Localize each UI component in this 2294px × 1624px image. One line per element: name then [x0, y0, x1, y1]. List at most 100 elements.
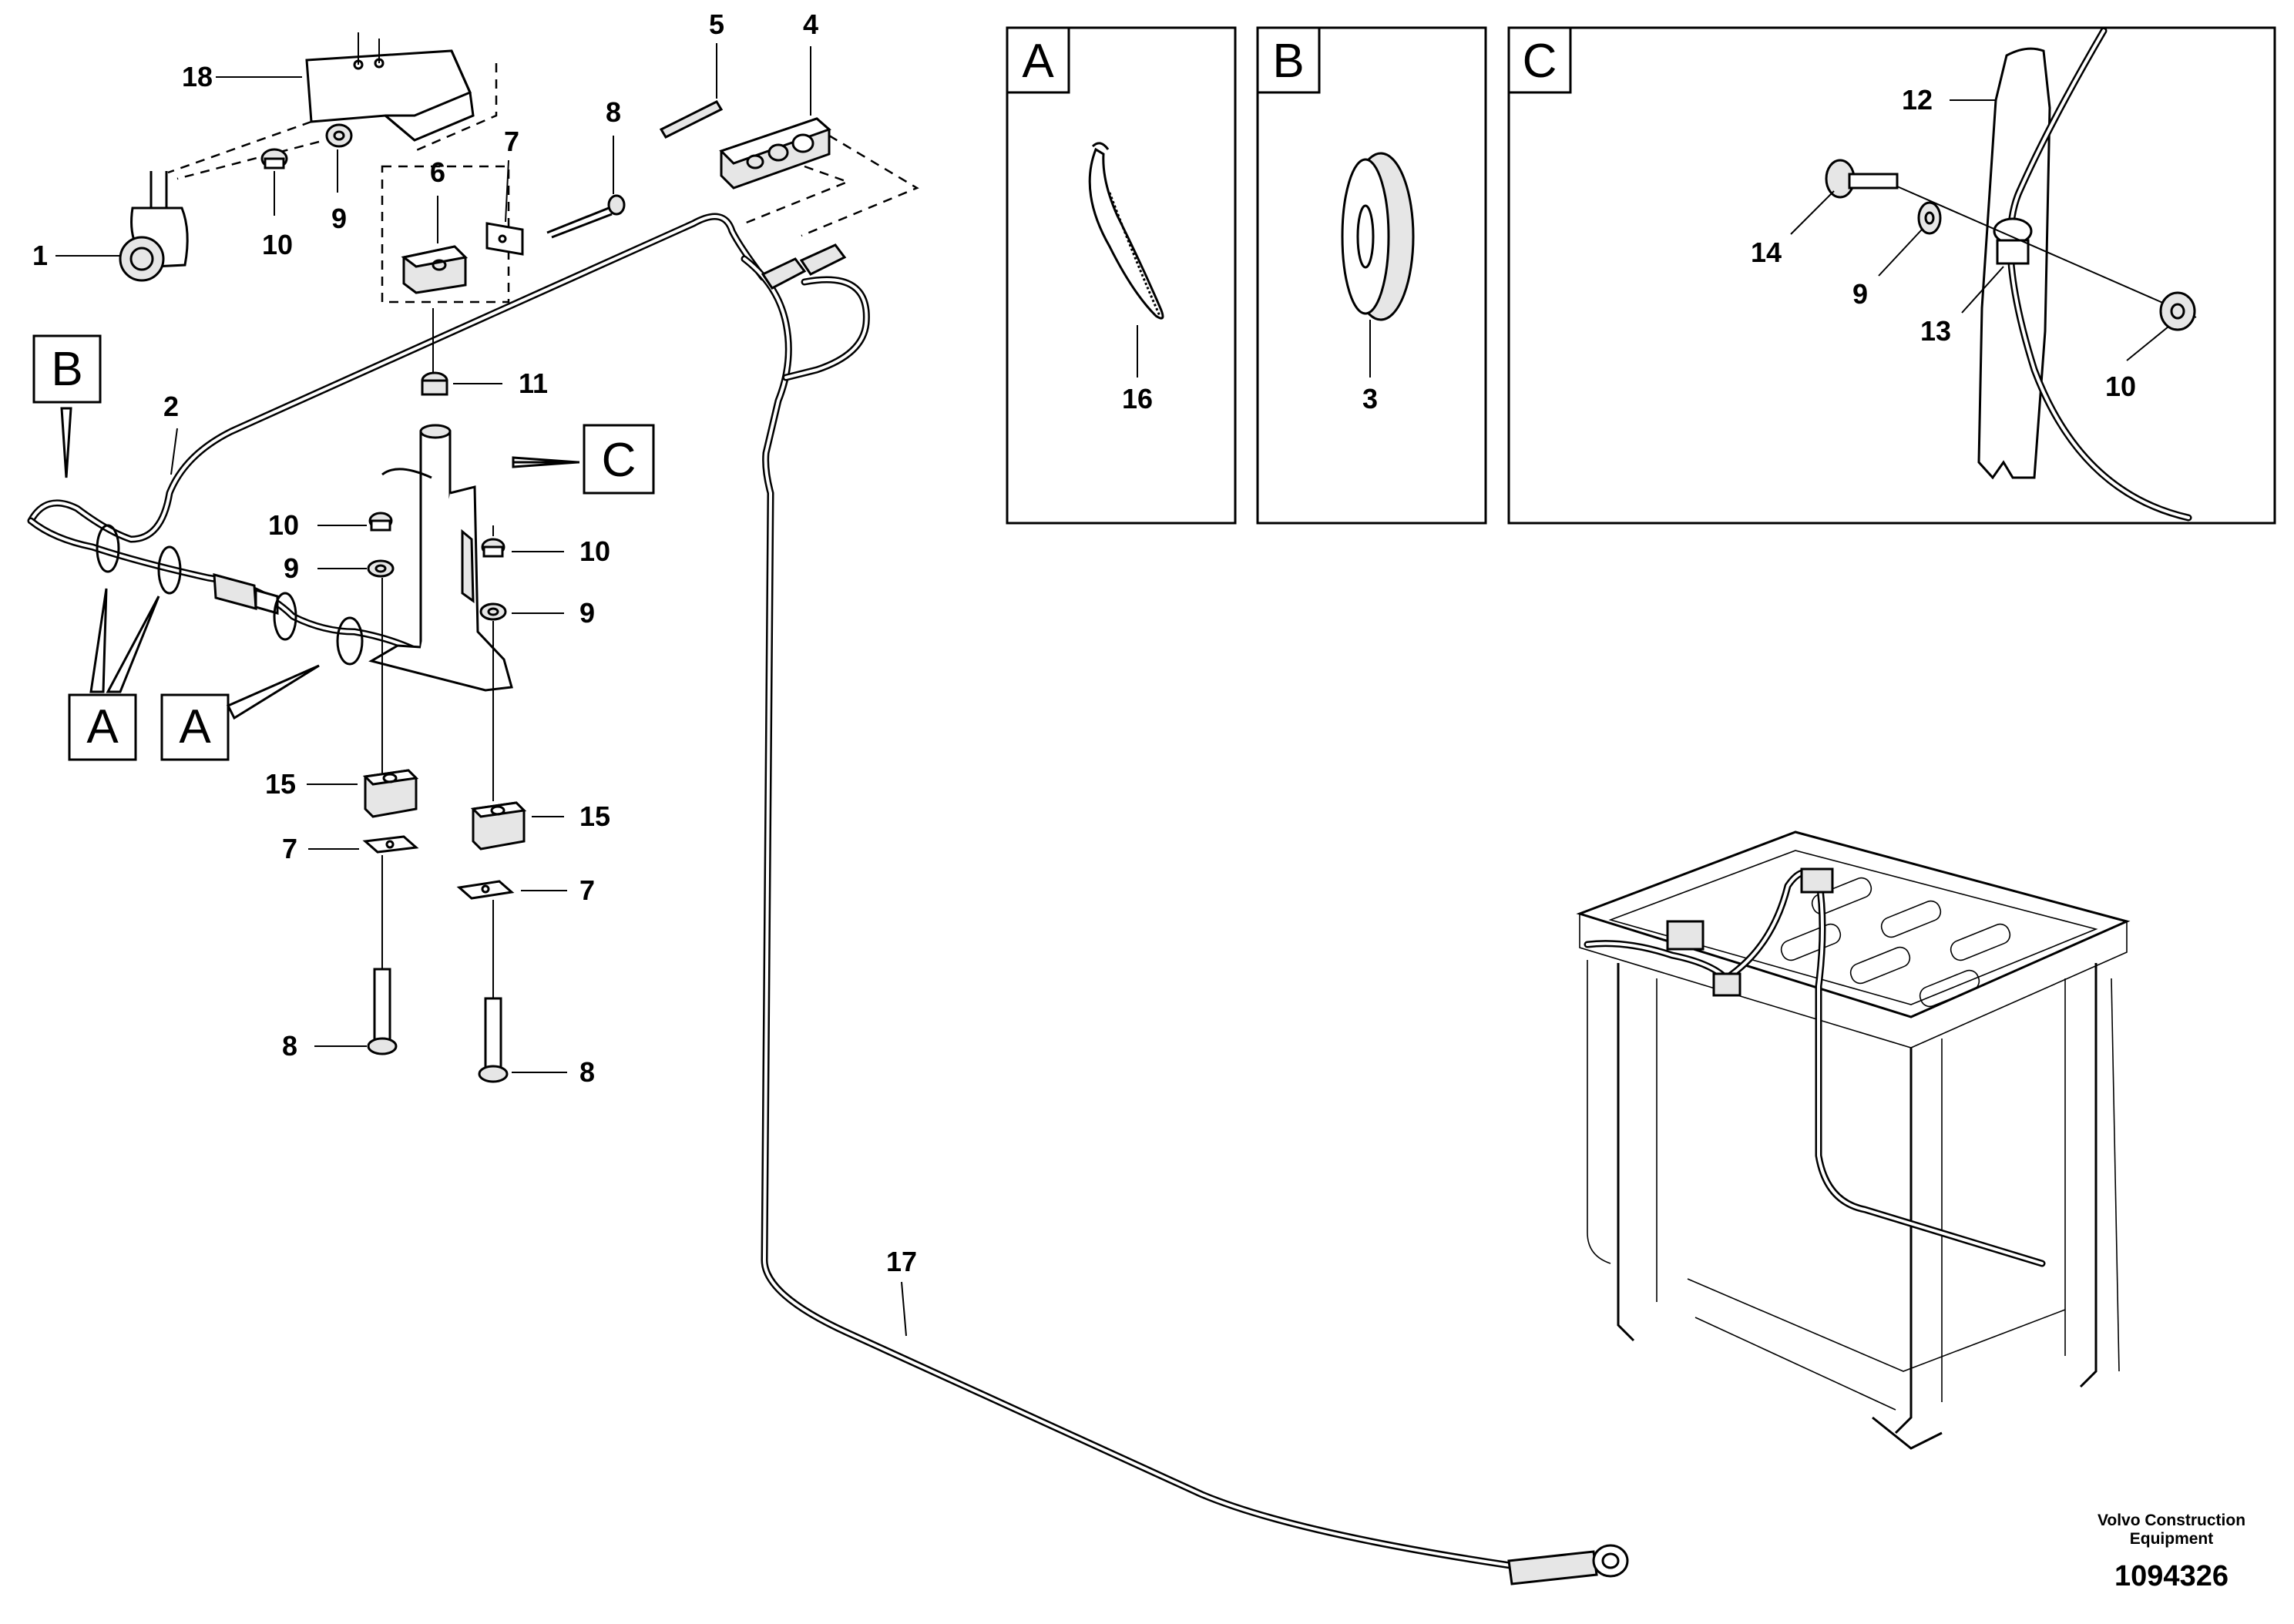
harness-cable-17 [741, 255, 1514, 1569]
detail-panel-b-letter: B [1272, 35, 1304, 88]
callout-9c: 9 [1852, 278, 1868, 310]
callout-9b: 9 [284, 552, 299, 584]
callout-8c: 8 [579, 1056, 595, 1088]
clamp-6-icon [401, 245, 469, 294]
callout-6: 6 [430, 156, 445, 188]
detail-panel-c-frame [1507, 26, 2276, 525]
detail-panel-c: C 12 14 9 13 10 [1507, 26, 2276, 525]
cable-clips-icon [96, 524, 364, 666]
detail-panel-a-frame [1006, 26, 1237, 525]
callout-14: 14 [1751, 237, 1782, 268]
callout-13: 13 [1920, 315, 1951, 347]
callout-7a: 7 [504, 126, 519, 157]
view-arrow-a1b [106, 596, 160, 693]
callout-18: 18 [182, 61, 213, 92]
clamp-15b-icon [470, 801, 527, 851]
cab-roof-openings [1780, 877, 2011, 1008]
callout-5: 5 [709, 8, 724, 40]
spacer-11-icon [421, 371, 448, 396]
leader-13 [1961, 266, 2004, 314]
callout-4: 4 [803, 8, 818, 40]
detail-panel-b: B 3 [1256, 26, 1487, 525]
nut-10d-icon [2159, 291, 2196, 331]
leader-10d [2126, 326, 2169, 361]
callout-3: 3 [1362, 383, 1378, 414]
detail-panel-a-letter: A [1022, 35, 1054, 88]
drawing-number: 1094326 [2114, 1560, 2229, 1592]
view-arrow-a1 [89, 588, 108, 693]
callout-15b: 15 [579, 800, 610, 832]
connector-17-end-icon [1507, 1544, 1629, 1585]
view-ref-a2-box [160, 693, 230, 761]
callout-7c: 7 [579, 874, 595, 906]
nut-10a-icon [260, 148, 288, 169]
view-ref-b-letter: B [51, 343, 82, 396]
view-arrow-a2 [226, 664, 320, 720]
plate-7a-icon [485, 222, 524, 256]
plate-7b-icon [362, 835, 419, 854]
callout-11: 11 [519, 367, 548, 399]
dashed-line-18-1 [167, 120, 312, 174]
screw-14-icon [1825, 159, 1899, 199]
detail-panel-a: A 16 [1006, 26, 1237, 525]
detail-panel-b-frame [1256, 26, 1487, 525]
washer-9b-icon [367, 559, 395, 578]
detail-panel-c-label-box [1507, 26, 1572, 94]
callout-10a: 10 [262, 229, 293, 260]
detail-panel-a-label-box [1006, 26, 1070, 94]
dashed-line-4-1 [801, 134, 919, 237]
leader-17 [901, 1281, 907, 1337]
label-5-icon [659, 100, 724, 139]
grommet-icon [1341, 152, 1415, 321]
leader-7a [505, 159, 509, 223]
leader-14 [1790, 190, 1835, 235]
bracket-18-icon [305, 32, 475, 142]
credit-company-line1: Volvo Construction [2098, 1512, 2245, 1529]
view-ref-b-box [32, 334, 102, 404]
connector-block-4-icon [719, 117, 831, 190]
bolt-8c-icon [478, 997, 509, 1083]
cable-tie-icon [1088, 142, 1164, 320]
callout-12: 12 [1902, 84, 1933, 116]
dashed-frame-6 [381, 165, 510, 304]
callout-8b: 8 [282, 1030, 297, 1062]
washer-9a-icon [325, 123, 353, 148]
bolt-8b-icon [367, 968, 398, 1055]
detail-panel-c-letter: C [1523, 35, 1557, 88]
callout-15a: 15 [265, 768, 296, 800]
plate-7c-icon [456, 880, 515, 900]
nut-10c-icon [481, 538, 505, 558]
clip-13-icon [1993, 217, 2033, 265]
bracket-post-icon [368, 424, 513, 692]
nut-10b-icon [368, 512, 393, 532]
washer-9d-icon [479, 602, 507, 621]
cable-connector-icon [213, 573, 279, 615]
buzzer-1-icon [119, 171, 189, 282]
callout-8a: 8 [606, 96, 621, 128]
cab-harness-cable [1584, 868, 2046, 1267]
washer-9c-icon [1917, 201, 1942, 235]
callout-17: 17 [886, 1246, 917, 1277]
callout-10d: 10 [2105, 371, 2136, 402]
callout-9a: 9 [331, 203, 347, 234]
leader-2 [170, 428, 178, 475]
callout-7b: 7 [282, 833, 297, 864]
callout-1: 1 [32, 240, 48, 271]
detail-panel-b-label-box [1256, 26, 1321, 94]
cab-overview-illustration [1576, 830, 2131, 1450]
view-arrow-b [60, 407, 72, 478]
view-ref-a1-letter: A [86, 700, 119, 753]
view-ref-c-letter: C [602, 434, 636, 487]
callout-9d: 9 [579, 597, 595, 629]
leader-9c [1878, 229, 1923, 277]
dashed-line-18-b [414, 63, 498, 153]
callout-16: 16 [1122, 383, 1153, 414]
callout-10c: 10 [579, 535, 610, 567]
callout-2: 2 [163, 391, 179, 422]
view-ref-a1-box [68, 693, 137, 761]
connector-17-top-icon [761, 243, 847, 290]
credit-company-line2: Equipment [2130, 1530, 2214, 1548]
bolt-8a-icon [546, 194, 626, 239]
